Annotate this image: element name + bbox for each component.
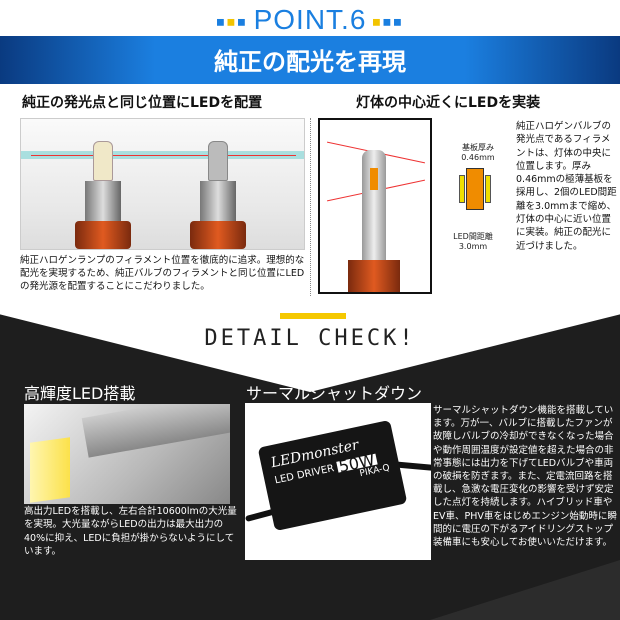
led-chip-right (485, 175, 491, 203)
banner-title: 純正の配光を再現 (214, 48, 406, 76)
accent-bar (280, 313, 346, 319)
led-position-diagram (318, 118, 432, 294)
dots-decoration: ■■■ (216, 13, 254, 30)
thickness-label: 基板厚み 0.46mm (461, 143, 495, 162)
point-heading: ■■■ POINT.6 ■■■ (0, 4, 620, 36)
right-section-text: 純正ハロゲンバルブの発光点であるフィラメントは、灯体の中央に位置します。厚み0.… (516, 121, 617, 252)
led-driver-box: LEDmonster LED DRIVER 50W PIKA-Q (257, 419, 408, 532)
left-section-text: 純正ハロゲンランプのフィラメント位置を徹底的に追求。理想的な配光を実現するため、… (20, 255, 305, 292)
divider (310, 118, 311, 296)
left-section-heading: 純正の発光点と同じ位置にLEDを配置 (22, 95, 263, 111)
led-chip-left (459, 175, 465, 203)
title-banner (0, 36, 620, 84)
detail-title: DETAIL CHECK! (204, 326, 416, 351)
emission-line (31, 155, 296, 156)
feature1-heading: 高輝度LED搭載 (24, 380, 136, 406)
feature1-text: 高出力LEDを搭載し、左右合計10600lmの大光量を実現。大光量ながらLEDの… (24, 506, 237, 557)
led-gap-label: LED間距離 3.0mm (453, 232, 493, 251)
halogen-bulb (75, 131, 131, 249)
feature2-text: サーマルシャットダウン機能を搭載しています。万が一、バルブに搭載したファンが故障… (433, 405, 617, 549)
point-label: POINT.6 (253, 4, 367, 35)
right-section-heading: 灯体の中心近くにLEDを実装 (356, 95, 541, 111)
led-bulb (190, 131, 246, 249)
dots-decoration: ■■■ (372, 13, 404, 30)
circuit-board (466, 168, 484, 210)
led-driver-image: LEDmonster LED DRIVER 50W PIKA-Q (245, 403, 431, 560)
bulb-comparison-image (20, 118, 305, 250)
led-chip (30, 437, 70, 503)
